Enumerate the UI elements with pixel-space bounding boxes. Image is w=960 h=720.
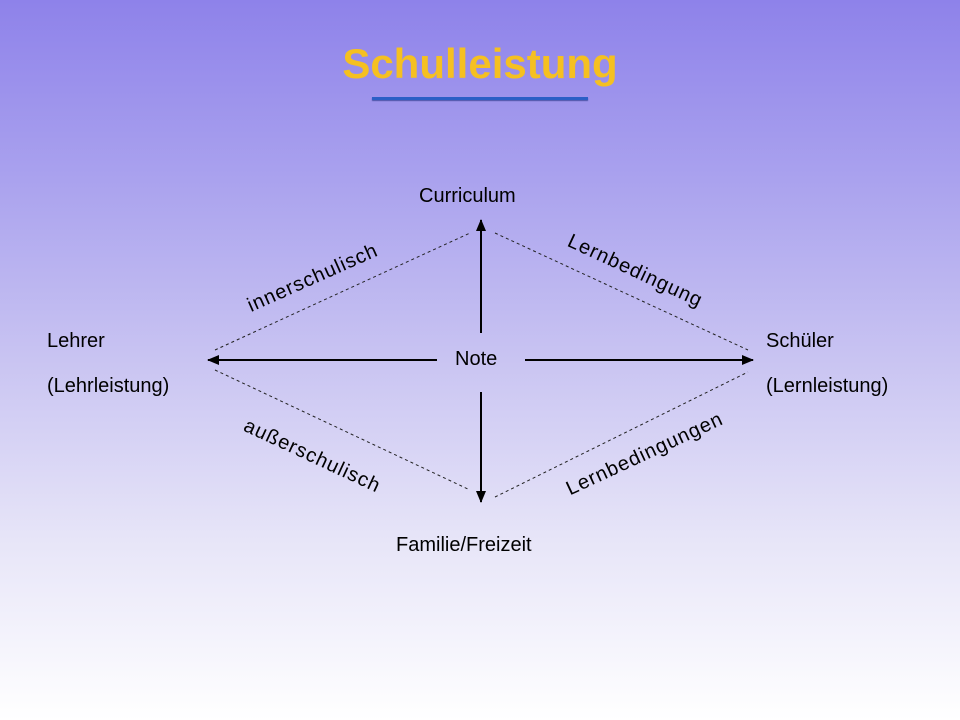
node-curriculum: Curriculum (419, 185, 516, 207)
slide-title: Schulleistung (342, 40, 618, 87)
node-lernleistung: (Lernleistung) (766, 375, 889, 397)
title-underline (372, 97, 588, 100)
node-familie-freizeit: Familie/Freizeit (396, 534, 532, 556)
edge-bottom-left-line (214, 369, 471, 491)
node-schueler: Schüler (766, 330, 834, 352)
edge-top-left-line (214, 232, 471, 351)
edge-top-right-line (494, 232, 749, 351)
node-lehrer: Lehrer (47, 330, 105, 352)
edge-bottom-right-line (494, 371, 749, 498)
node-lehrleistung: (Lehrleistung) (47, 375, 170, 397)
node-note: Note (455, 348, 498, 370)
